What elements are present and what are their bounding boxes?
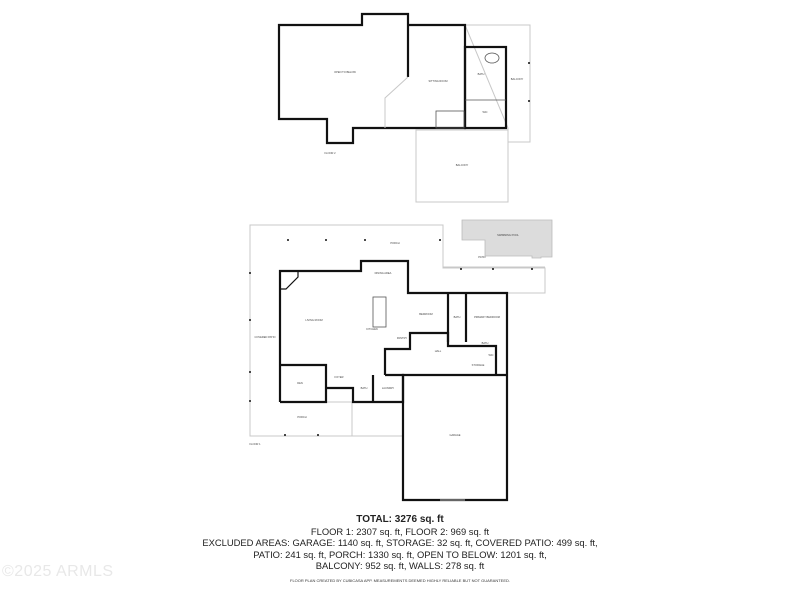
- room-label: DINING AREA: [375, 271, 392, 275]
- excluded-areas-line-2: PATIO: 241 sq. ft, PORCH: 1330 sq. ft, O…: [253, 548, 547, 560]
- post: [287, 239, 289, 241]
- room-label: BATH: [478, 72, 485, 76]
- excluded-areas-line-1: EXCLUDED AREAS: GARAGE: 1140 sq. ft, STO…: [202, 537, 598, 549]
- room-label: BATH: [482, 341, 489, 345]
- floor-1-plan: PORCH SWIMMING POOL PATIO DINING AREA LI…: [249, 219, 553, 502]
- open-to-below-walls: [277, 12, 410, 145]
- post: [317, 434, 319, 436]
- covered-patio-outline: [280, 401, 353, 436]
- area-summary: TOTAL: 3276 sq. ft FLOOR 1: 2307 sq. ft,…: [0, 514, 800, 572]
- disclaimer: FLOOR PLAN CREATED BY CUBICASA APP. MEAS…: [290, 578, 510, 583]
- room-label: PORCH: [297, 415, 306, 419]
- floor-label: FLOOR 2: [324, 151, 336, 155]
- room-label: PRIMARY BEDROOM: [474, 315, 500, 319]
- total-area: TOTAL: 3276 sq. ft: [356, 514, 444, 525]
- kitchen-island: [372, 296, 387, 328]
- stairs: [435, 110, 465, 129]
- exterior-walls: [278, 259, 509, 502]
- post: [249, 371, 251, 373]
- room-label: KITCHEN: [366, 327, 378, 331]
- room-label: FOYER: [335, 375, 344, 379]
- post: [249, 400, 251, 402]
- room-label: WIC: [482, 110, 487, 114]
- post: [460, 268, 462, 270]
- sitting-room-diagonal: [384, 76, 409, 128]
- fireplace: [279, 270, 299, 290]
- bathtub: [484, 52, 500, 64]
- room-label: PORCH: [390, 241, 399, 245]
- room-label: LIVING ROOM: [305, 318, 322, 322]
- floor-2-plan: OPEN TO BELOW SITTING ROOM BATH BALCONY …: [277, 12, 531, 203]
- foyer-bath-laundry-walls: [326, 373, 405, 404]
- room-label: STORAGE: [472, 363, 485, 367]
- post: [249, 272, 251, 274]
- watermark: ©2025 ARMLS: [2, 563, 114, 580]
- patio-outline: [442, 225, 545, 268]
- room-label: BALCONY: [456, 163, 469, 167]
- room-label: SITTING ROOM: [428, 79, 447, 83]
- balcony-lower: [415, 129, 509, 203]
- room-label: WIC: [488, 353, 493, 357]
- sitting-room-top-wall: [390, 23, 467, 130]
- room-label: PATIO: [478, 255, 485, 259]
- room-label: COVERED PATIO: [255, 335, 276, 339]
- room-label: SWIMMING POOL: [497, 233, 519, 237]
- post: [364, 239, 366, 241]
- post: [531, 268, 533, 270]
- post: [528, 100, 530, 102]
- balcony-outline: [464, 24, 531, 143]
- excluded-areas-line-3: BALCONY: 952 sq. ft, WALLS: 278 sq. ft: [315, 560, 485, 572]
- room-label: LAUNDRY: [382, 386, 395, 390]
- room-label: DEN: [297, 381, 303, 385]
- room-label: OPEN TO BELOW: [334, 70, 356, 74]
- hall-walls: [383, 331, 498, 375]
- floor-label: FLOOR 1: [249, 442, 261, 446]
- swimming-pool: [461, 219, 553, 259]
- post: [439, 239, 441, 241]
- post: [492, 268, 494, 270]
- post: [284, 434, 286, 436]
- post: [249, 319, 251, 321]
- room-label: GARAGE: [449, 433, 460, 437]
- post: [528, 62, 530, 64]
- room-label: BATH: [361, 386, 368, 390]
- room-label: BALCONY: [511, 77, 524, 81]
- post: [325, 239, 327, 241]
- porch-posts: [249, 239, 533, 436]
- room-label: BEDROOM: [419, 312, 432, 316]
- room-label: HALL: [435, 349, 442, 353]
- room-label: PANTRY: [397, 336, 408, 340]
- floor-areas: FLOOR 1: 2307 sq. ft, FLOOR 2: 969 sq. f…: [310, 525, 490, 537]
- bath-walls: [463, 45, 508, 130]
- porch-outline: [249, 224, 546, 437]
- room-label: BATH: [454, 315, 461, 319]
- den-walls: [280, 363, 328, 404]
